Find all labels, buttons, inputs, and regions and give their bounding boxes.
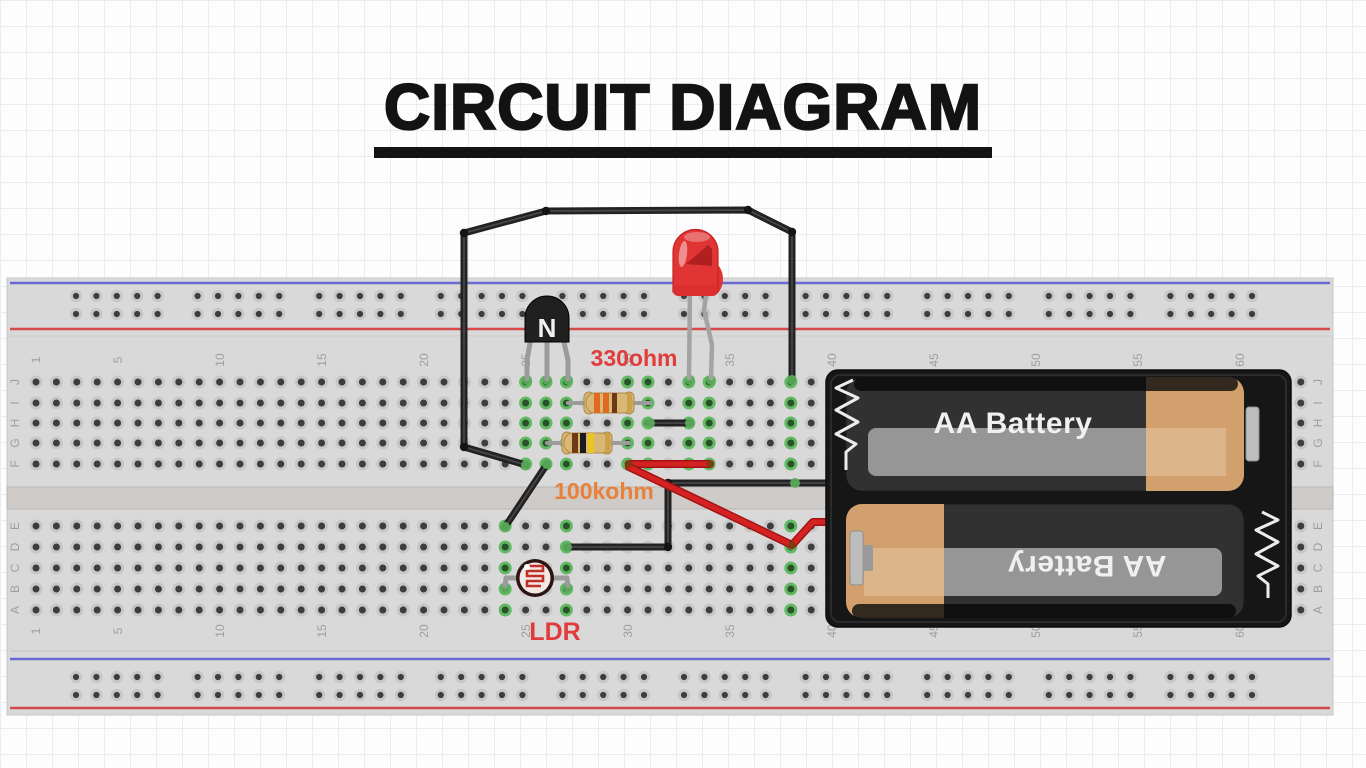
- resistor-330-label: 330ohm: [590, 345, 678, 371]
- battery-terminal-nub: [1245, 406, 1260, 462]
- ldr-label: LDR: [529, 618, 581, 646]
- battery-top-label: AA Battery: [933, 407, 1093, 440]
- resistor-330ohm: [566, 391, 652, 415]
- battery-bottom-label: AA Battery: [1007, 549, 1167, 582]
- svg-text:15: 15: [315, 624, 329, 638]
- power-rail-bottom: [10, 657, 1330, 710]
- battery-spring: [834, 378, 860, 470]
- svg-text:25: 25: [519, 624, 533, 638]
- battery-bottom: [845, 503, 1280, 619]
- svg-text:G: G: [1311, 438, 1325, 447]
- svg-text:I: I: [1311, 401, 1325, 404]
- svg-text:I: I: [8, 401, 22, 404]
- svg-text:A: A: [8, 606, 22, 614]
- svg-text:E: E: [1311, 522, 1325, 530]
- svg-text:10: 10: [213, 353, 227, 367]
- resistor-100kohm: [545, 431, 631, 455]
- svg-text:F: F: [8, 460, 22, 467]
- title-wrap: CIRCUIT DIAGRAM: [0, 72, 1366, 159]
- svg-text:60: 60: [1233, 353, 1247, 367]
- svg-text:15: 15: [315, 353, 329, 367]
- battery-spring: [1254, 510, 1280, 598]
- black-jumper-wires: [459, 205, 834, 552]
- svg-text:G: G: [8, 438, 22, 447]
- svg-text:C: C: [1311, 563, 1325, 572]
- battery-top: [834, 376, 1260, 492]
- svg-text:20: 20: [417, 353, 431, 367]
- svg-text:35: 35: [723, 353, 737, 367]
- svg-text:1: 1: [29, 627, 43, 634]
- svg-text:C: C: [8, 563, 22, 572]
- svg-text:E: E: [8, 522, 22, 530]
- svg-text:H: H: [8, 419, 22, 428]
- svg-text:20: 20: [417, 624, 431, 638]
- svg-text:J: J: [8, 379, 22, 385]
- svg-text:B: B: [1311, 585, 1325, 593]
- svg-text:40: 40: [825, 353, 839, 367]
- svg-text:H: H: [1311, 419, 1325, 428]
- svg-text:F: F: [1311, 460, 1325, 467]
- svg-text:55: 55: [1131, 353, 1145, 367]
- svg-text:D: D: [1311, 542, 1325, 551]
- npn-transistor: N: [524, 295, 571, 382]
- row-letters-right: J I H G F E D C B A: [1311, 379, 1325, 614]
- ldr: [502, 559, 571, 597]
- svg-text:N: N: [538, 313, 557, 343]
- svg-text:10: 10: [213, 624, 227, 638]
- svg-text:1: 1: [29, 356, 43, 363]
- svg-text:30: 30: [621, 624, 635, 638]
- svg-text:45: 45: [927, 353, 941, 367]
- row-letters-left: J I H G F E D C B A: [8, 379, 22, 614]
- page-title: CIRCUIT DIAGRAM: [373, 72, 993, 159]
- svg-text:A: A: [1311, 606, 1325, 614]
- svg-text:50: 50: [1029, 353, 1043, 367]
- resistor-100k-label: 100kohm: [554, 478, 654, 504]
- svg-text:J: J: [1311, 379, 1325, 385]
- svg-text:5: 5: [111, 627, 125, 634]
- svg-text:35: 35: [723, 624, 737, 638]
- svg-text:5: 5: [111, 356, 125, 363]
- battery-holder: [825, 369, 1292, 628]
- svg-text:30: 30: [621, 353, 635, 367]
- svg-text:D: D: [8, 542, 22, 551]
- svg-text:B: B: [8, 585, 22, 593]
- red-led: [672, 228, 723, 381]
- power-rail-top: [10, 281, 1330, 331]
- battery-terminal-nub: [849, 530, 864, 586]
